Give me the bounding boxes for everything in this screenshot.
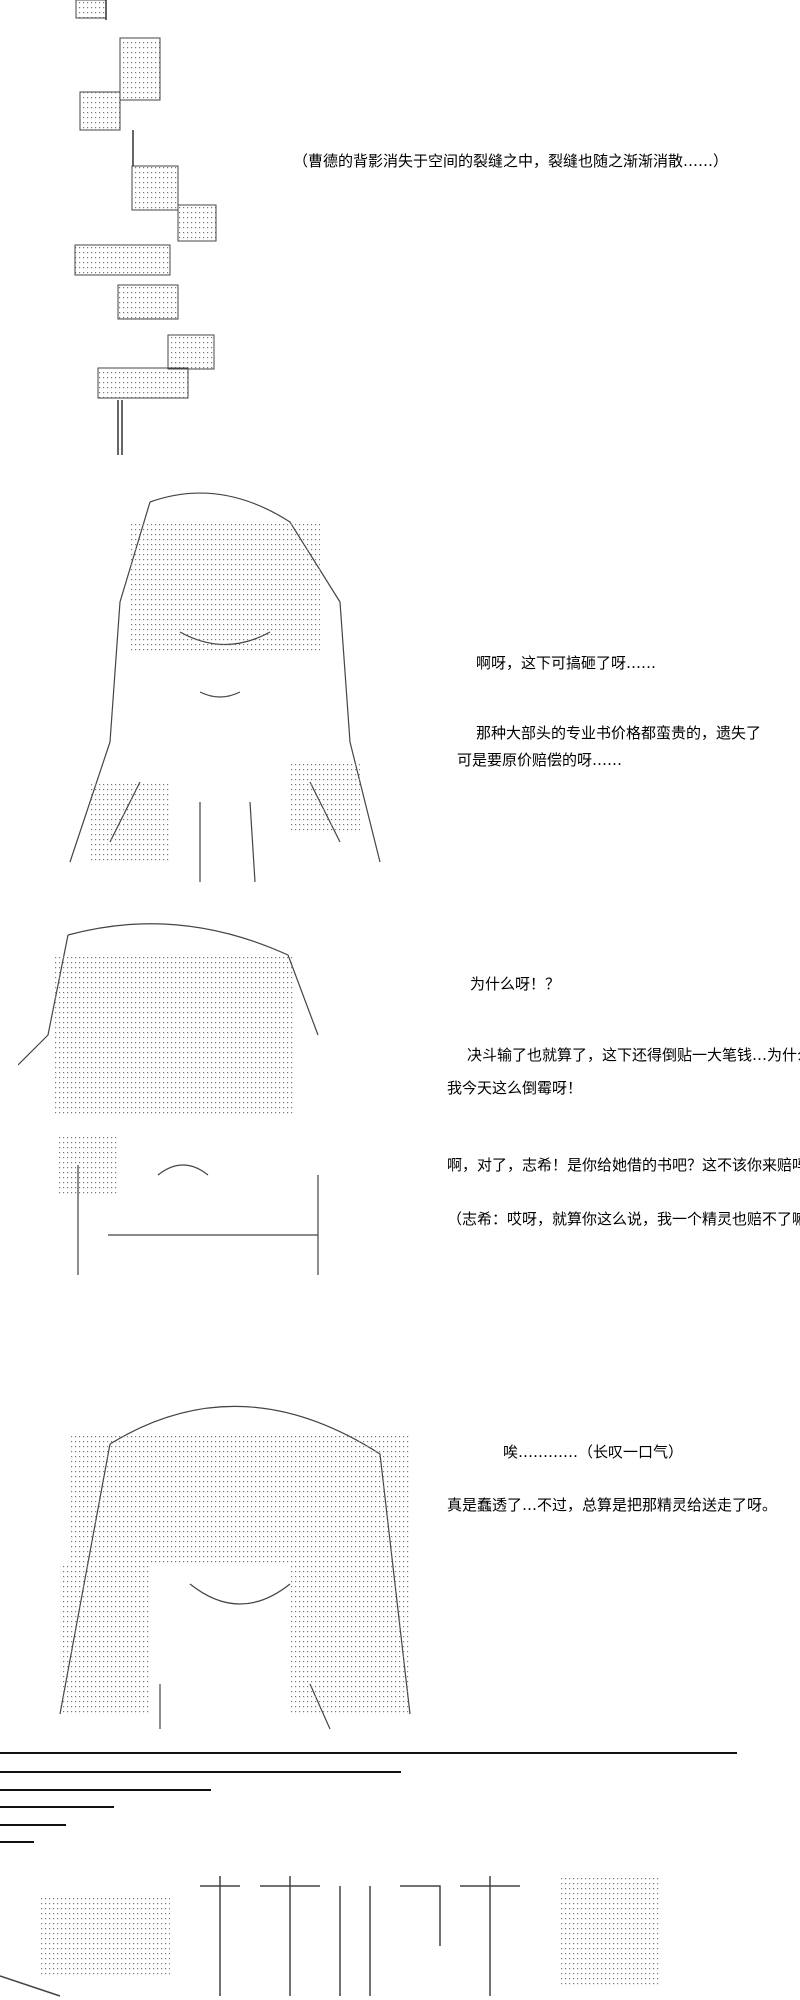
dialogue-line: 为什么呀！？ [470,975,561,993]
ascii-art-character-worried [69,492,381,883]
divider-line [0,1841,34,1843]
divider-line [0,1789,211,1791]
ascii-art-character-sighing [59,1405,411,1730]
ascii-art-rift [74,0,217,455]
ascii-art-character-crying [18,923,319,1275]
dialogue-line: 唉…………（长叹一口气） [503,1443,684,1461]
dialogue-line: 决斗输了也就算了，这下还得倒贴一大笔钱…为什么 [467,1046,800,1064]
ascii-art-title-banner [0,1876,660,1997]
dialogue-line: （志希：哎呀，就算你这么说，我一个精灵也赔不了嘛…） [447,1210,800,1228]
dialogue-line: 我今天这么倒霉呀！ [447,1079,583,1097]
dialogue-line: 可是要原价赔偿的呀…… [457,751,623,769]
divider-line [0,1752,737,1754]
divider-line [0,1771,401,1773]
divider-line [0,1806,114,1808]
dialogue-line: 真是蠢透了…不过，总算是把那精灵给送走了呀。 [447,1496,778,1514]
divider-line [0,1824,66,1826]
dialogue-line: 啊呀，这下可搞砸了呀…… [476,654,657,672]
dialogue-line: 那种大部头的专业书价格都蛮贵的，遗失了 [476,724,762,742]
dialogue-line: 啊，对了，志希！是你给她借的书吧？这不该你来赔吗！ [447,1156,800,1174]
narration-text: （曹德的背影消失于空间的裂缝之中，裂缝也随之渐渐消散……） [293,152,729,170]
